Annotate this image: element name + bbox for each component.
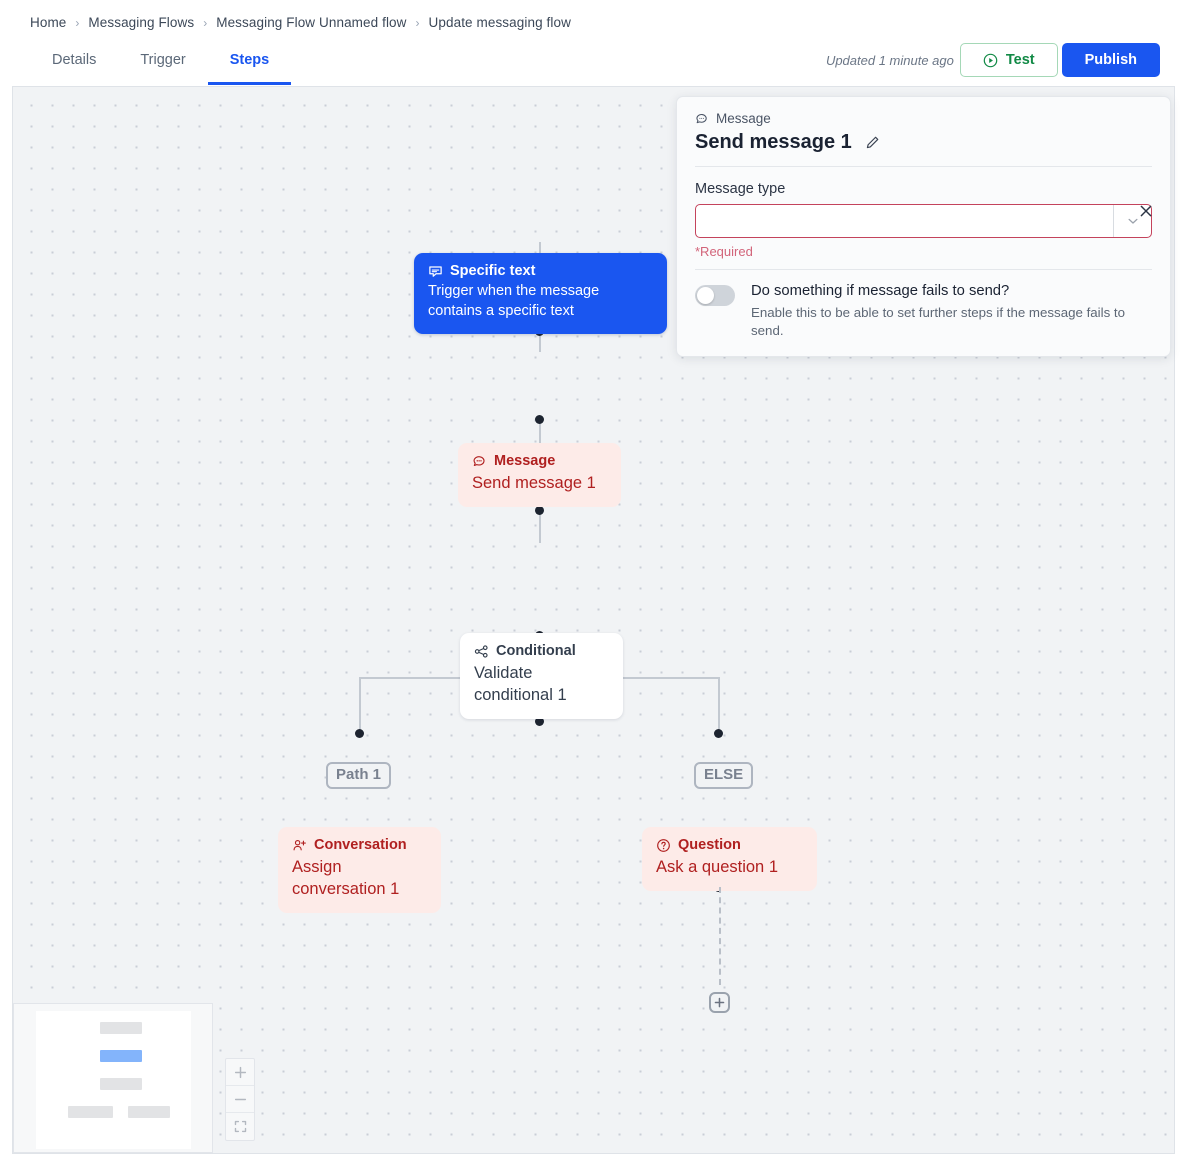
connector-dot xyxy=(535,506,544,515)
message-type-select[interactable] xyxy=(695,204,1152,238)
fail-handler-hint: Enable this to be able to set further st… xyxy=(751,305,1126,339)
connector-dot xyxy=(535,717,544,726)
publish-button[interactable]: Publish xyxy=(1061,43,1160,77)
play-circle-icon xyxy=(983,53,998,67)
minimap-viewport xyxy=(36,1011,191,1149)
test-button[interactable]: Test xyxy=(959,43,1058,77)
panel-title: Send message 1 xyxy=(695,131,852,153)
node-title: Ask a question 1 xyxy=(656,858,778,877)
node-type-label: Message xyxy=(494,453,556,469)
edge-add-step-dashed xyxy=(719,887,721,985)
test-button-label: Test xyxy=(1005,52,1035,68)
pencil-icon[interactable] xyxy=(865,135,880,150)
zoom-controls xyxy=(225,1058,255,1141)
close-icon xyxy=(1140,205,1152,217)
breadcrumb-item-home[interactable]: Home xyxy=(30,15,67,30)
required-error-text: *Required xyxy=(695,244,753,259)
edge-path1-down xyxy=(359,677,361,735)
minus-icon xyxy=(234,1098,246,1100)
node-title: Validate conditional 1 xyxy=(474,664,567,705)
minimap-node-selected xyxy=(100,1050,142,1062)
chevron-down-icon[interactable] xyxy=(1113,205,1151,237)
breadcrumb-item-current: Update messaging flow xyxy=(428,15,571,30)
node-type-label: Specific text xyxy=(450,263,536,279)
flow-node-message[interactable]: Message Send message 1 xyxy=(458,443,621,508)
node-title: Assign conversation 1 xyxy=(292,858,400,899)
breadcrumb: Home › Messaging Flows › Messaging Flow … xyxy=(0,0,1187,36)
message-type-label: Message type xyxy=(695,181,786,197)
message-icon xyxy=(696,113,707,123)
zoom-in-button[interactable] xyxy=(226,1059,254,1086)
flow-node-trigger[interactable]: Specific text Trigger when the message c… xyxy=(414,253,667,335)
zoom-out-button[interactable] xyxy=(226,1086,254,1113)
tab-bar: Details Trigger Steps xyxy=(30,46,292,85)
tab-details[interactable]: Details xyxy=(52,52,97,68)
branch-label-else[interactable]: ELSE xyxy=(694,762,754,789)
node-header: Conversation xyxy=(292,837,427,854)
minimap-node xyxy=(68,1106,113,1118)
flow-node-conversation[interactable]: Conversation Assign conversation 1 xyxy=(278,827,441,913)
user-plus-icon xyxy=(293,840,306,851)
chevron-down-glyph xyxy=(1127,218,1138,224)
header-actions: Updated 1 minute ago Test Publish xyxy=(826,43,1160,77)
branch-label-path-1[interactable]: Path 1 xyxy=(326,762,392,789)
minimap-node xyxy=(100,1022,142,1034)
panel-kicker-label: Message xyxy=(716,111,771,126)
breadcrumb-item-messaging-flows[interactable]: Messaging Flows xyxy=(88,15,195,30)
tab-steps[interactable]: Steps xyxy=(207,46,292,85)
breadcrumb-separator-icon: › xyxy=(75,15,80,30)
panel-kicker: Message xyxy=(695,111,1152,126)
node-type-label: Question xyxy=(678,837,741,853)
fit-view-button[interactable] xyxy=(226,1113,254,1140)
panel-divider xyxy=(695,166,1152,167)
connector-dot xyxy=(714,729,723,738)
node-header: Message xyxy=(472,453,607,470)
node-header: Question xyxy=(656,837,803,854)
plus-icon xyxy=(234,1066,246,1078)
flow-node-question[interactable]: Question Ask a question 1 xyxy=(642,827,817,892)
add-step-button[interactable] xyxy=(709,992,730,1013)
close-panel-button[interactable] xyxy=(1138,203,1154,224)
node-title: Send message 1 xyxy=(472,474,596,493)
chat-trigger-icon xyxy=(429,266,442,277)
branch-icon xyxy=(474,645,488,658)
connector-dot xyxy=(535,415,544,424)
fail-handler-toggle[interactable] xyxy=(695,285,735,306)
breadcrumb-item-flow-name[interactable]: Messaging Flow Unnamed flow xyxy=(216,15,407,30)
breadcrumb-separator-icon: › xyxy=(203,15,208,30)
top-bar: Home › Messaging Flows › Messaging Flow … xyxy=(0,0,1187,86)
minimap-node xyxy=(100,1078,142,1090)
breadcrumb-separator-icon: › xyxy=(415,15,420,30)
step-details-panel: Message Send message 1 Message type *Req… xyxy=(676,96,1171,358)
message-type-value xyxy=(696,205,1113,237)
fail-handler-question: Do something if message fails to send? xyxy=(751,283,1010,299)
tab-trigger[interactable]: Trigger xyxy=(140,52,186,68)
node-description: Trigger when the message contains a spec… xyxy=(428,283,600,320)
toggle-knob xyxy=(697,287,714,304)
panel-title-row: Send message 1 xyxy=(695,131,1152,166)
fail-handler-texts: Do something if message fails to send? E… xyxy=(751,282,1152,340)
fail-handler-row: Do something if message fails to send? E… xyxy=(695,282,1152,340)
flow-node-conditional[interactable]: Conditional Validate conditional 1 xyxy=(460,633,623,719)
node-header: Specific text xyxy=(428,263,653,280)
connector-dot xyxy=(355,729,364,738)
fit-view-icon xyxy=(234,1120,246,1133)
node-header: Conditional xyxy=(474,643,609,660)
question-circle-icon xyxy=(657,839,670,853)
minimap[interactable] xyxy=(13,1003,213,1153)
panel-divider xyxy=(695,269,1152,270)
node-type-label: Conditional xyxy=(496,643,576,659)
updated-timestamp: Updated 1 minute ago xyxy=(825,52,954,68)
plus-icon xyxy=(714,997,725,1008)
edge-else-down xyxy=(718,677,720,735)
node-type-label: Conversation xyxy=(314,837,407,853)
minimap-node xyxy=(128,1106,170,1118)
message-icon xyxy=(473,456,485,467)
